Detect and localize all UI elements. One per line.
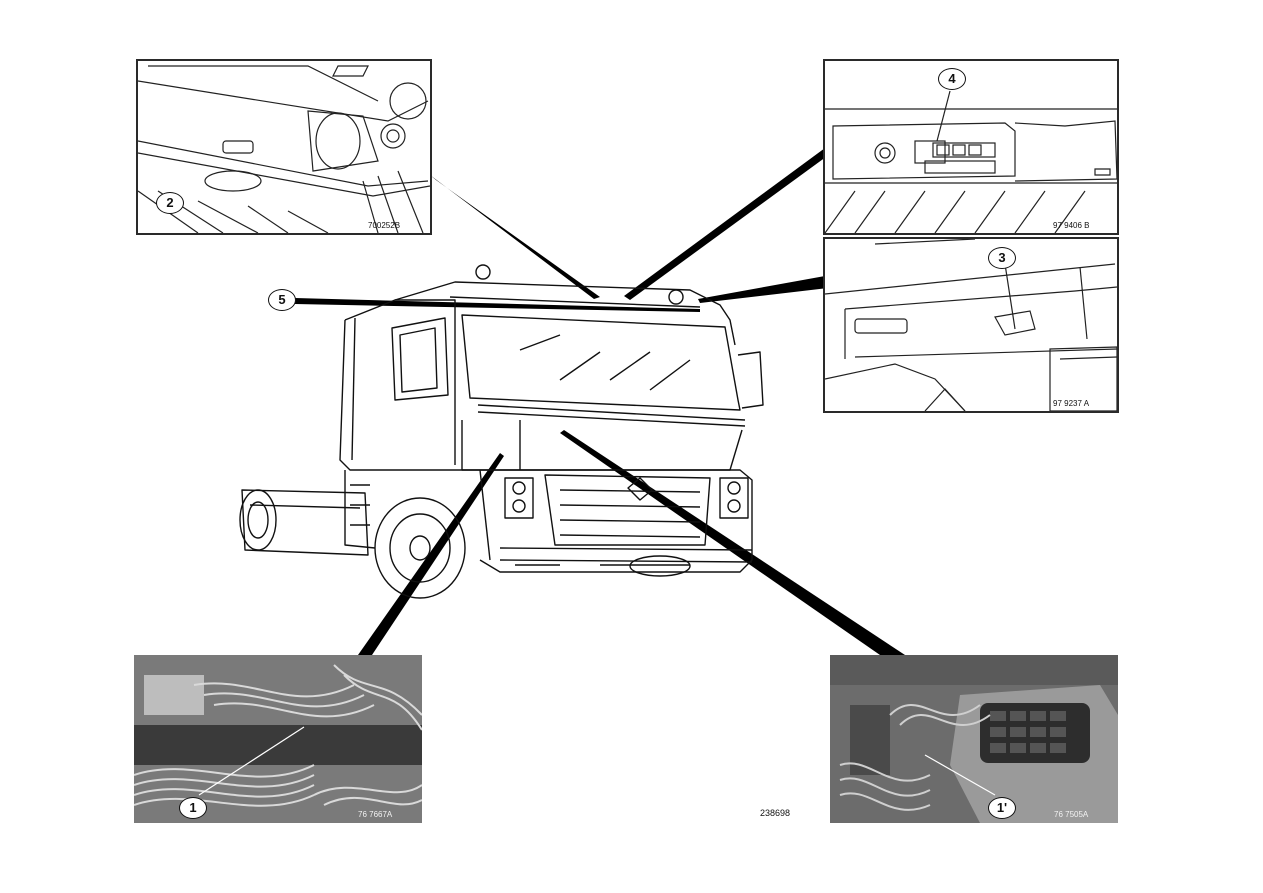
callout-1-prime: 1' bbox=[988, 797, 1016, 819]
leader-line-bottom-right bbox=[560, 430, 905, 655]
panel-code-bottom-left: 76 7667A bbox=[358, 810, 393, 819]
callout-2: 2 bbox=[156, 192, 184, 214]
inset-drawing-roof-panel bbox=[825, 239, 1117, 411]
panel-code-top-right: 97 9406 B bbox=[1053, 221, 1090, 230]
inset-panel-top-left: 2 700252B bbox=[136, 59, 432, 235]
panel-code-bottom-right: 76 7505A bbox=[1054, 810, 1089, 819]
leader-line-top-left bbox=[430, 175, 600, 299]
panel-code-top-left: 700252B bbox=[368, 221, 401, 230]
callout-1: 1 bbox=[179, 797, 207, 819]
inset-panel-mid-right: 3 97 9237 A bbox=[823, 237, 1119, 413]
leader-line-mid-right bbox=[698, 276, 828, 303]
panel-code-mid-right: 97 9237 A bbox=[1053, 399, 1090, 408]
inset-drawing-overhead-console bbox=[825, 90, 1117, 233]
figure-reference: 238698 bbox=[760, 808, 791, 818]
callout-3: 3 bbox=[988, 247, 1016, 269]
callout-5: 5 bbox=[268, 289, 296, 311]
leader-line-bottom-left bbox=[358, 453, 504, 655]
inset-photo-bottom-left: 1 76 7667A bbox=[134, 655, 422, 823]
leader-line-top-right bbox=[624, 148, 830, 300]
inset-photo-bottom-right: 1' 76 7505A bbox=[830, 655, 1118, 823]
callout-4: 4 bbox=[938, 68, 966, 90]
inset-photo-control-panel bbox=[830, 655, 1118, 823]
inset-panel-top-right: 4 97 9406 B bbox=[823, 59, 1119, 235]
inset-photo-wiring-harness bbox=[134, 655, 422, 823]
leader-line-callout-5 bbox=[295, 298, 700, 312]
